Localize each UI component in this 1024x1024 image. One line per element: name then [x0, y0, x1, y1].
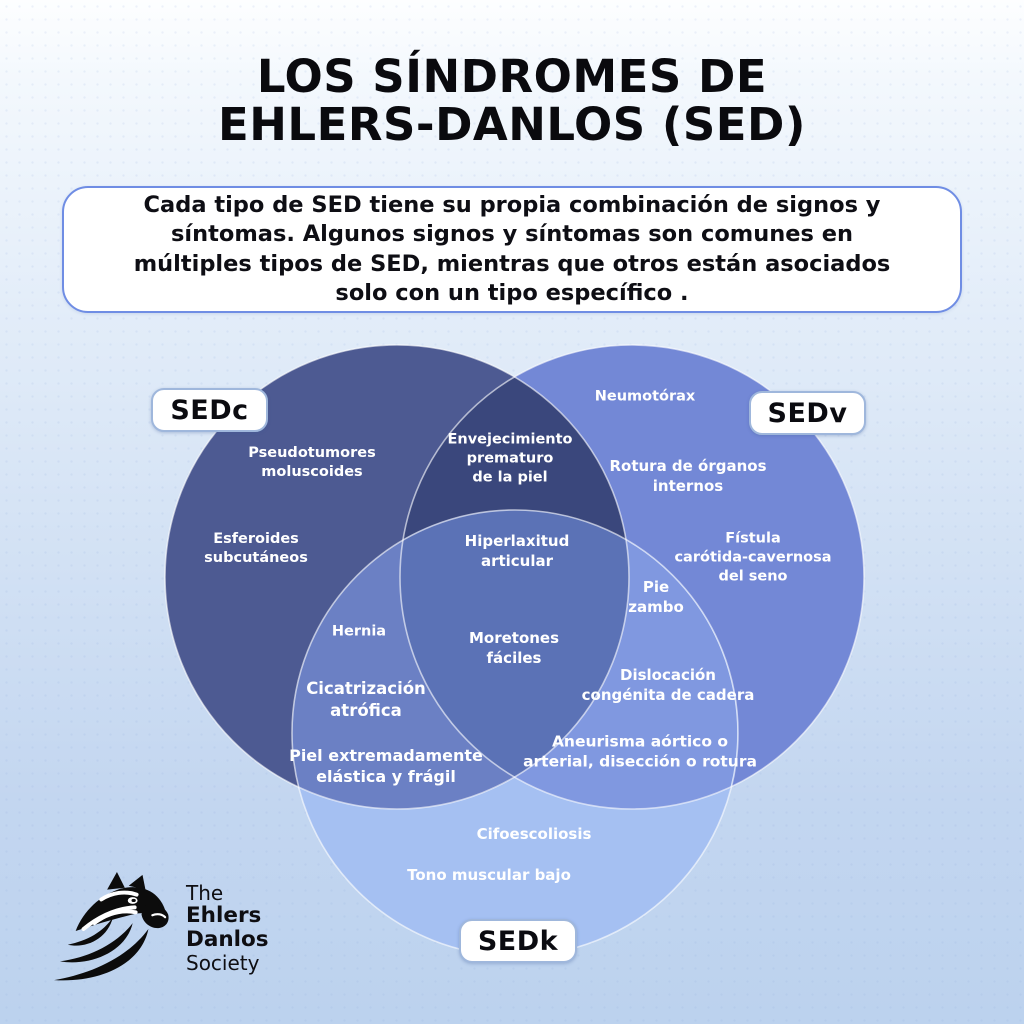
- venn-label-neumotorax: Neumotórax: [594, 388, 696, 405]
- venn-label-pie-zambo: Pie zambo: [628, 578, 684, 616]
- venn-label-rotura: Rotura de órganos internos: [609, 457, 767, 495]
- zebra-logo-icon: [54, 871, 169, 981]
- intro-line-1: Cada tipo de SED tiene su propia combina…: [143, 192, 881, 218]
- venn-label-cicatrizacion: Cicatrización atrófica: [306, 679, 426, 720]
- logo-line-the: The: [186, 881, 224, 906]
- venn-label-moretones: Moretones fáciles: [468, 629, 560, 667]
- logo-wordmark: The Ehlers Danlos Society: [186, 882, 269, 973]
- intro-line-2: síntomas. Algunos signos y síntomas son …: [170, 221, 854, 248]
- page-title: LOS SÍNDROMES DE EHLERS-DANLOS (SED): [218, 50, 806, 152]
- logo-line-society: Society: [186, 950, 260, 975]
- venn-label-piel: Piel extremadamente elástica y frágil: [289, 745, 483, 786]
- logo-line-danlos: Danlos: [186, 927, 269, 952]
- set-label-sedc: SEDc: [151, 388, 268, 432]
- venn-label-envejecimiento: Envejecimiento prematuro de la piel: [447, 431, 573, 486]
- venn-label-dislocacion: Dislocación congénita de cadera: [581, 666, 755, 704]
- venn-label-fistula: Fístula carótida-cavernosa del seno: [674, 530, 832, 585]
- set-label-sedk: SEDk: [459, 919, 577, 963]
- venn-outline-sedc: [164, 344, 630, 810]
- intro-line-4: solo con un tipo específico .: [335, 279, 689, 306]
- set-label-sedv: SEDv: [749, 391, 866, 435]
- venn-label-pseudotumores: Pseudotumores moluscoides: [248, 444, 376, 480]
- logo-line-ehlers: Ehlers: [186, 903, 262, 929]
- ehlers-danlos-society-logo: The Ehlers Danlos Society: [50, 870, 269, 986]
- venn-region-center: [399, 509, 630, 777]
- intro-line-3: múltiples tipos de SED, mientras que otr…: [133, 250, 891, 277]
- venn-label-aneurisma: Aneurisma aórtico o arterial, disección …: [523, 732, 757, 771]
- venn-label-hiperlaxitud: Hiperlaxitud articular: [464, 532, 570, 570]
- venn-outline-sedv: [399, 344, 865, 810]
- venn-label-cifoescoliosis: Cifoescoliosis: [476, 825, 592, 844]
- venn-label-esferoides: Esferoides subcutáneos: [204, 530, 308, 566]
- venn-label-tono: Tono muscular bajo: [407, 866, 571, 885]
- intro-box: Cada tipo de SED tiene su propia combina…: [62, 186, 962, 313]
- venn-label-hernia: Hernia: [331, 623, 387, 640]
